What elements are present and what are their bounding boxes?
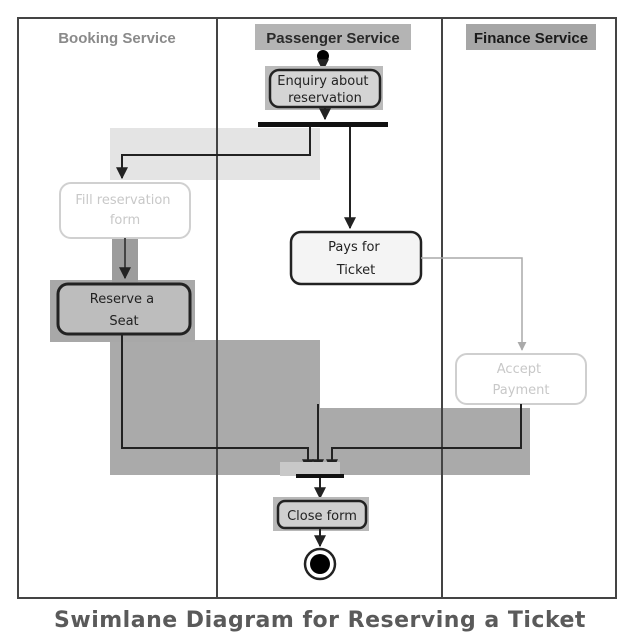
highlight-band xyxy=(318,408,530,475)
highlight-band xyxy=(110,340,320,475)
activity-reserve xyxy=(56,282,192,336)
diagram-frame xyxy=(17,17,617,599)
activity-fill-form-label: Fill reservation form xyxy=(75,193,174,228)
activity-fill-form xyxy=(59,182,191,239)
lane-title-bg xyxy=(255,24,411,50)
lane-title-passenger: Passenger Service xyxy=(266,30,399,47)
join-bar-bg xyxy=(280,462,340,476)
flow-arrow xyxy=(326,404,522,472)
activity-close-label: Close form xyxy=(287,509,357,524)
join-bar xyxy=(296,474,344,478)
end-node-inner xyxy=(310,554,330,574)
lane-title-finance: Finance Service xyxy=(474,30,588,47)
start-node xyxy=(317,50,329,62)
activity-accept-label: Accept Payment xyxy=(493,362,550,398)
flow-arrow xyxy=(116,127,311,180)
flow-arrow xyxy=(121,334,314,472)
activity-pays-label: Pays for Ticket xyxy=(328,240,384,278)
activity-close xyxy=(276,499,368,530)
lane-title-bg xyxy=(466,24,596,50)
flow-arrow xyxy=(421,257,527,351)
activity-enquiry-label: Enquiry about reservation xyxy=(277,74,372,106)
lane-title-booking: Booking Service xyxy=(58,30,176,47)
diagram-caption: Swimlane Diagram for Reserving a Ticket xyxy=(54,608,586,633)
fork-bar xyxy=(258,122,388,127)
activity-reserve-label: Reserve a Seat xyxy=(90,292,159,329)
